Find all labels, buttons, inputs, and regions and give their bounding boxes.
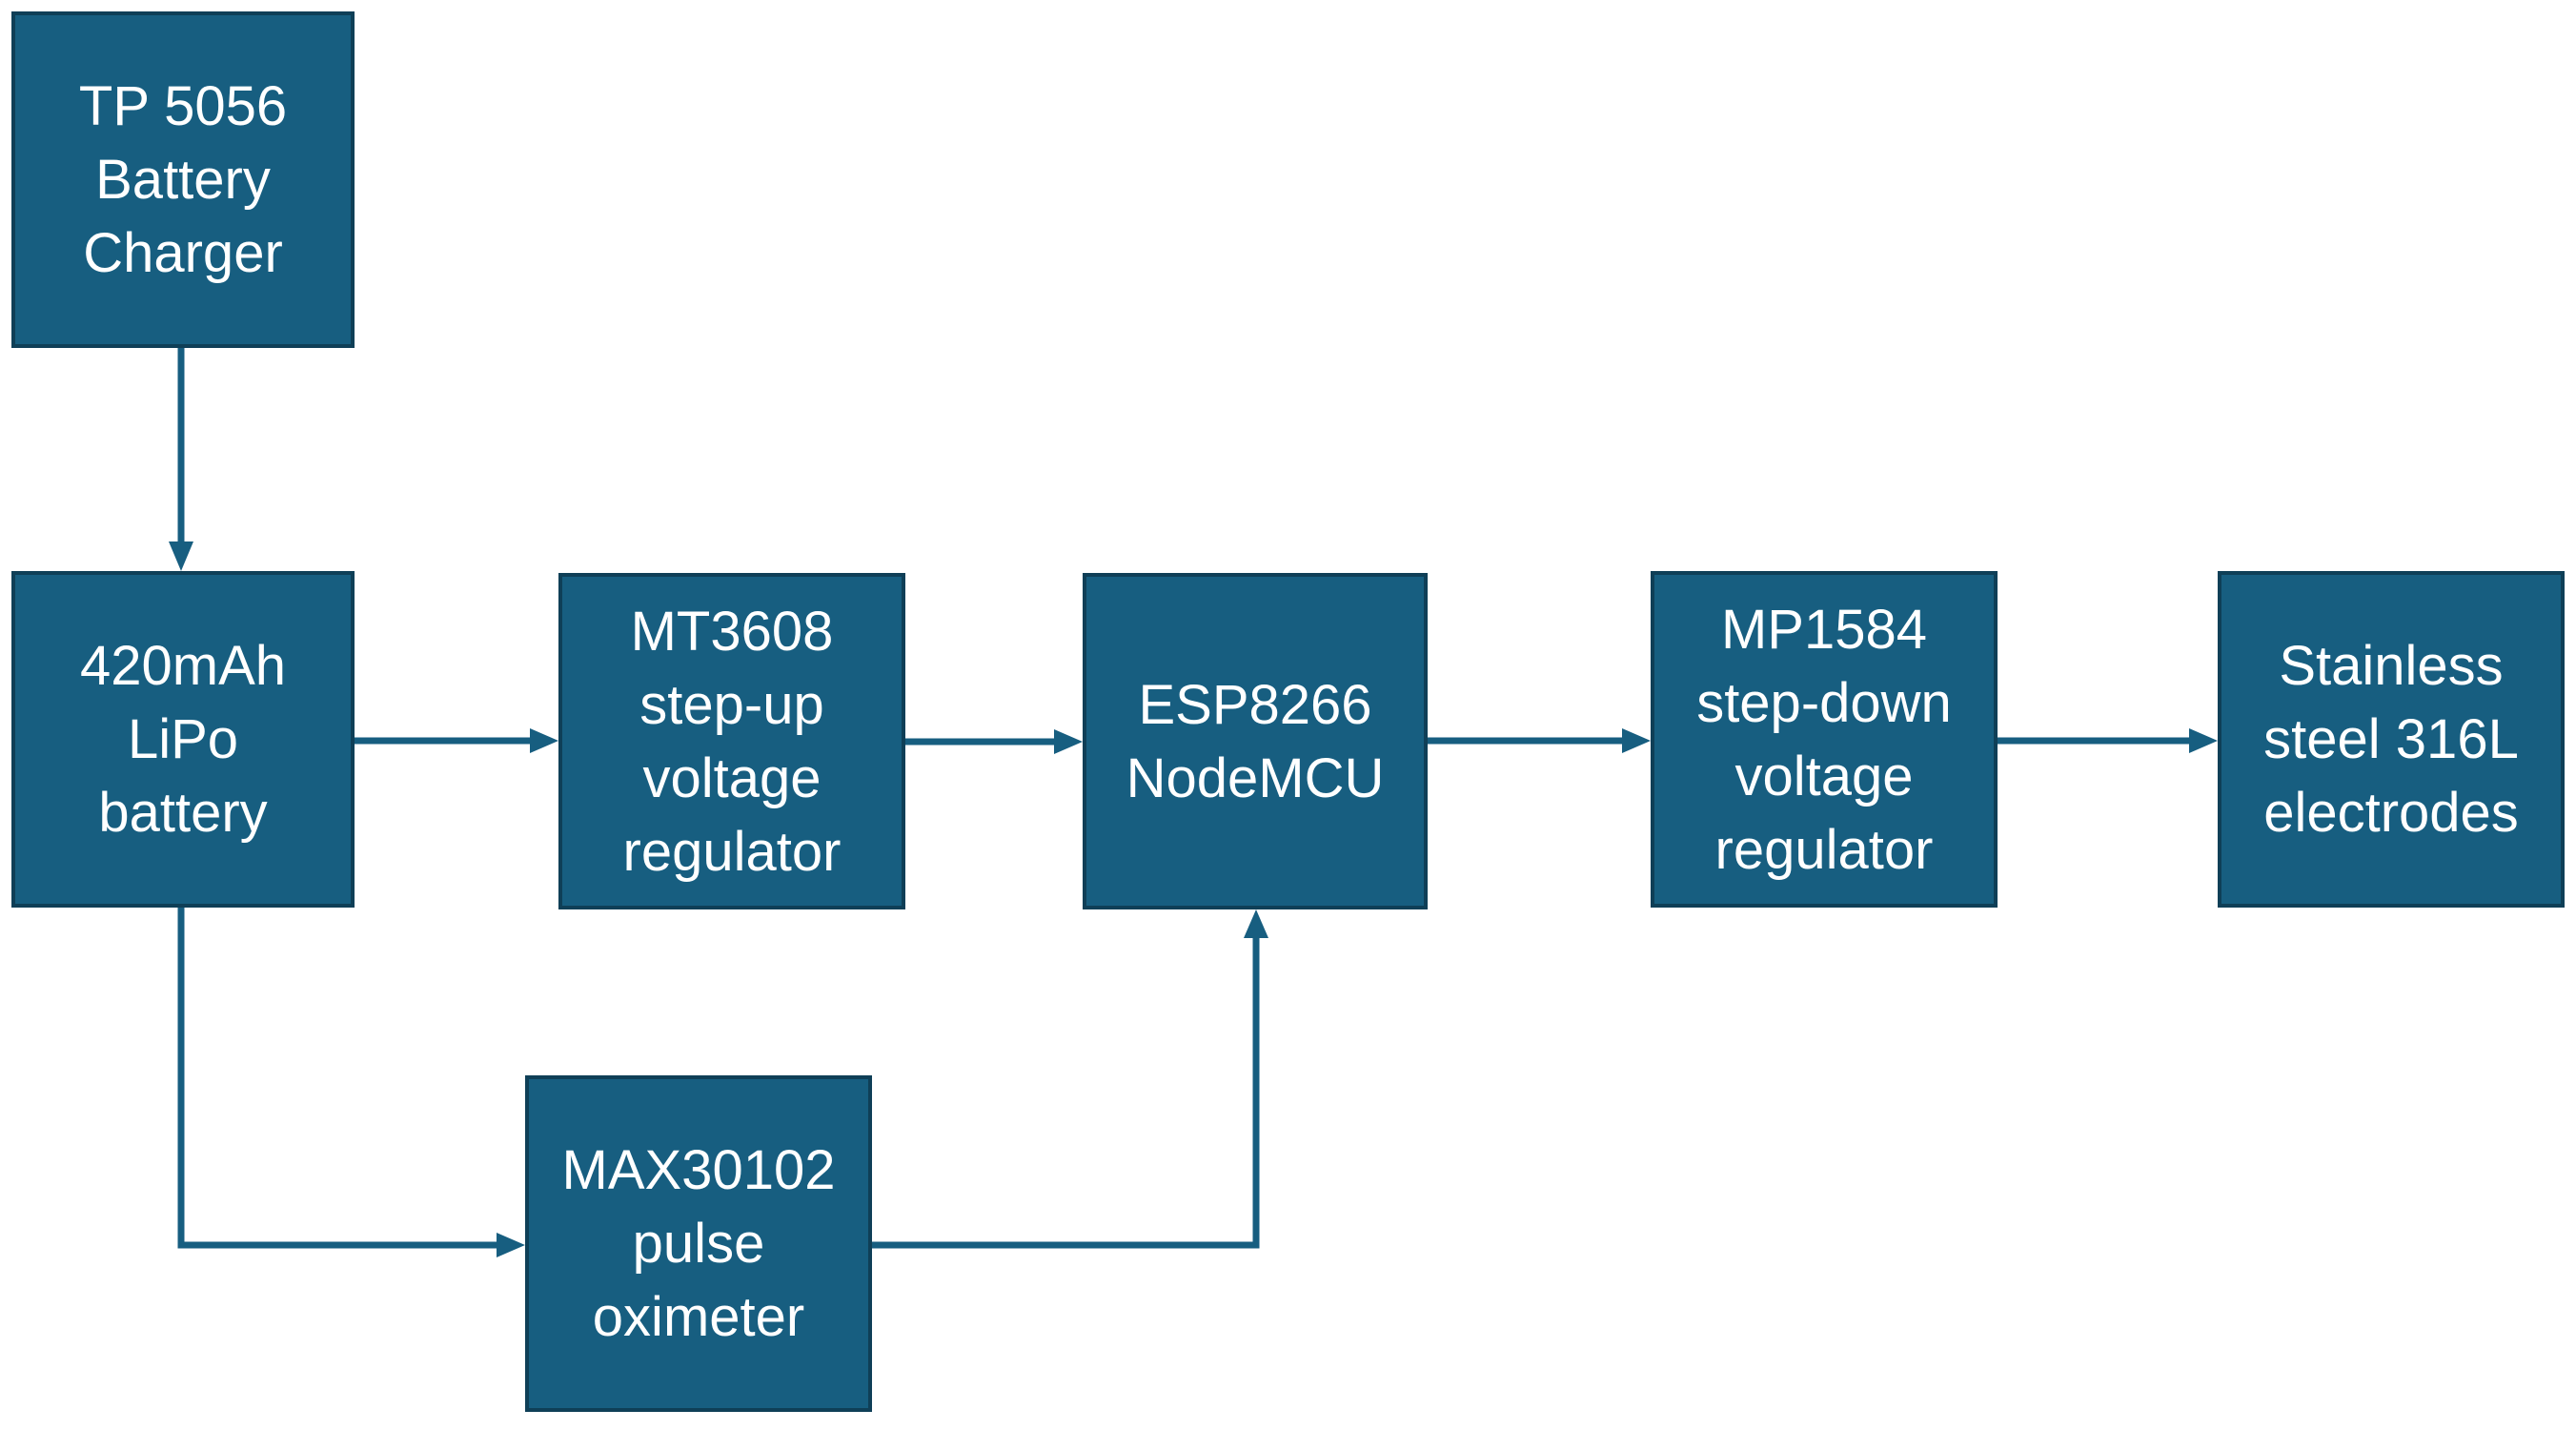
- node-tp5056-battery-charger: TP 5056 Battery Charger: [11, 11, 355, 348]
- node-esp8266-nodemcu: ESP8266 NodeMCU: [1083, 573, 1428, 909]
- arrowhead-esp-left: [1054, 729, 1083, 754]
- node-label-line: step-down: [1696, 671, 1952, 734]
- node-label-line: oximeter: [592, 1286, 805, 1348]
- node-label-line: regulator: [622, 820, 842, 883]
- node-label-line: MT3608: [630, 600, 834, 663]
- arrowhead-stepdown: [1622, 728, 1651, 753]
- arrowhead-oximeter: [497, 1233, 525, 1257]
- node-label-line: step-up: [639, 673, 824, 736]
- node-label-line: NodeMCU: [1126, 746, 1385, 809]
- node-label-line: steel 316L: [2263, 708, 2519, 770]
- node-label-line: TP 5056: [78, 75, 288, 137]
- node-stainless-steel-electrodes: Stainless steel 316L electrodes: [2218, 571, 2565, 908]
- node-mt3608-step-up-regulator: MT3608 step-up voltage regulator: [558, 573, 905, 909]
- node-label-line: MP1584: [1720, 598, 1928, 661]
- node-label-line: LiPo: [127, 708, 239, 770]
- arrowhead-stepup: [530, 728, 558, 753]
- arrowhead-electrode: [2189, 728, 2218, 753]
- node-label-line: MAX30102: [561, 1139, 836, 1201]
- node-mp1584-step-down-regulator: MP1584 step-down voltage regulator: [1651, 571, 1998, 908]
- node-label-line: voltage: [642, 746, 821, 809]
- edge-oximeter-esp: [872, 938, 1260, 1249]
- node-max30102-pulse-oximeter: MAX30102 pulse oximeter: [525, 1075, 872, 1412]
- node-label-line: ESP8266: [1138, 673, 1372, 736]
- edge-battery-oximeter: [177, 908, 497, 1249]
- node-label-line: Stainless: [2279, 635, 2504, 697]
- node-label-line: battery: [98, 782, 268, 844]
- node-lipo-battery: 420mAh LiPo battery: [11, 571, 355, 908]
- node-label-line: voltage: [1734, 745, 1914, 807]
- node-label-line: 420mAh: [79, 635, 287, 697]
- node-label-line: Charger: [83, 222, 283, 284]
- node-label-line: electrodes: [2263, 782, 2519, 844]
- node-label-line: pulse: [632, 1213, 765, 1275]
- node-label-line: regulator: [1714, 818, 1934, 881]
- arrowhead-battery: [169, 541, 193, 571]
- arrowhead-esp-bottom: [1244, 909, 1268, 938]
- node-label-line: Battery: [95, 149, 271, 211]
